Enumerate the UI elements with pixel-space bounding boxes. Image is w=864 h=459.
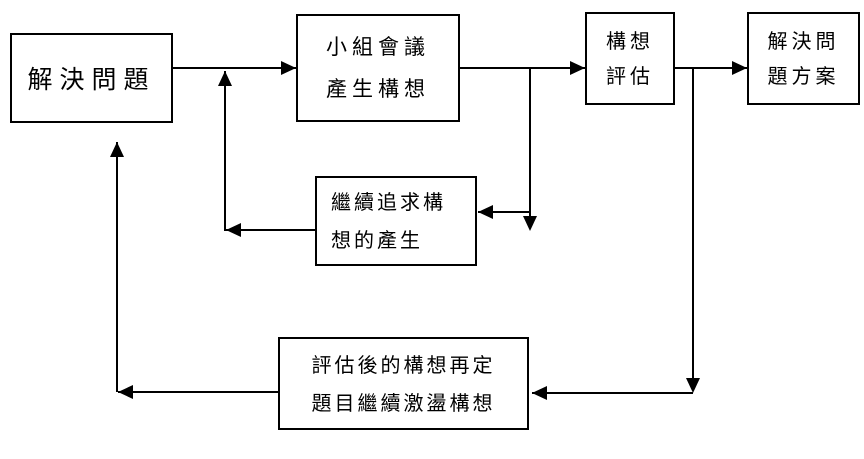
arrowhead-left-at-bottom-corner-icon (118, 385, 133, 399)
node-label: 解決問 (767, 28, 840, 53)
connector-continue-box-to-left (226, 229, 315, 231)
node-idea-evaluation: 構想 評估 (585, 12, 675, 105)
node-group-meeting-generates-ideas: 小組會議 產生構想 (296, 14, 460, 122)
node-label: 解決問題 (27, 65, 156, 94)
arrowhead-up-toward-solve-icon (110, 142, 124, 157)
node-label: 產生構想 (326, 77, 430, 101)
arrowhead-into-solution-icon (732, 61, 747, 75)
node-evaluated-ideas-redefine-topic: 評估後的構想再定 題目繼續激盪構想 (278, 337, 529, 430)
connector-feedback-up-to-meeting-arrow (224, 71, 226, 231)
connector-into-continue-box (478, 211, 530, 213)
arrowhead-left-at-feedback-corner-icon (226, 223, 241, 237)
connector-branch-down-from-meeting-arrow (529, 68, 531, 218)
node-label: 構想 (606, 28, 654, 53)
connector-evaluation-to-solution (675, 67, 747, 69)
arrowhead-into-meeting-icon (281, 61, 296, 75)
arrowhead-down-at-branch-corner-icon (523, 216, 537, 231)
node-solve-problem: 解決問題 (10, 33, 173, 123)
node-label: 評估後的構想再定 (311, 352, 496, 377)
node-label: 小組會議 (326, 35, 430, 59)
node-label: 繼續追求構 (331, 190, 446, 214)
node-label: 想的產生 (331, 228, 423, 252)
node-label: 評估 (606, 63, 654, 88)
arrowhead-into-continue-box-icon (478, 205, 493, 219)
connector-branch-down-from-evaluation-arrow (692, 68, 694, 380)
node-label: 題方案 (767, 63, 840, 88)
connector-solve-to-meeting (173, 67, 296, 69)
arrowhead-into-redefine-box-icon (532, 386, 547, 400)
arrowhead-down-at-evaluation-branch-corner-icon (686, 378, 700, 393)
connector-feedback-up-to-solve (116, 142, 118, 392)
node-continue-pursuing-idea-generation: 繼續追求構 想的產生 (315, 176, 477, 266)
connector-meeting-to-evaluation (460, 67, 585, 69)
node-label: 題目繼續激盪構想 (311, 390, 496, 415)
connector-into-redefine-box (532, 392, 693, 394)
connector-redefine-box-to-left (118, 391, 278, 393)
arrowhead-up-into-meeting-arrow-icon (218, 71, 232, 86)
node-problem-solution: 解決問 題方案 (747, 12, 860, 105)
arrowhead-into-evaluation-icon (570, 61, 585, 75)
